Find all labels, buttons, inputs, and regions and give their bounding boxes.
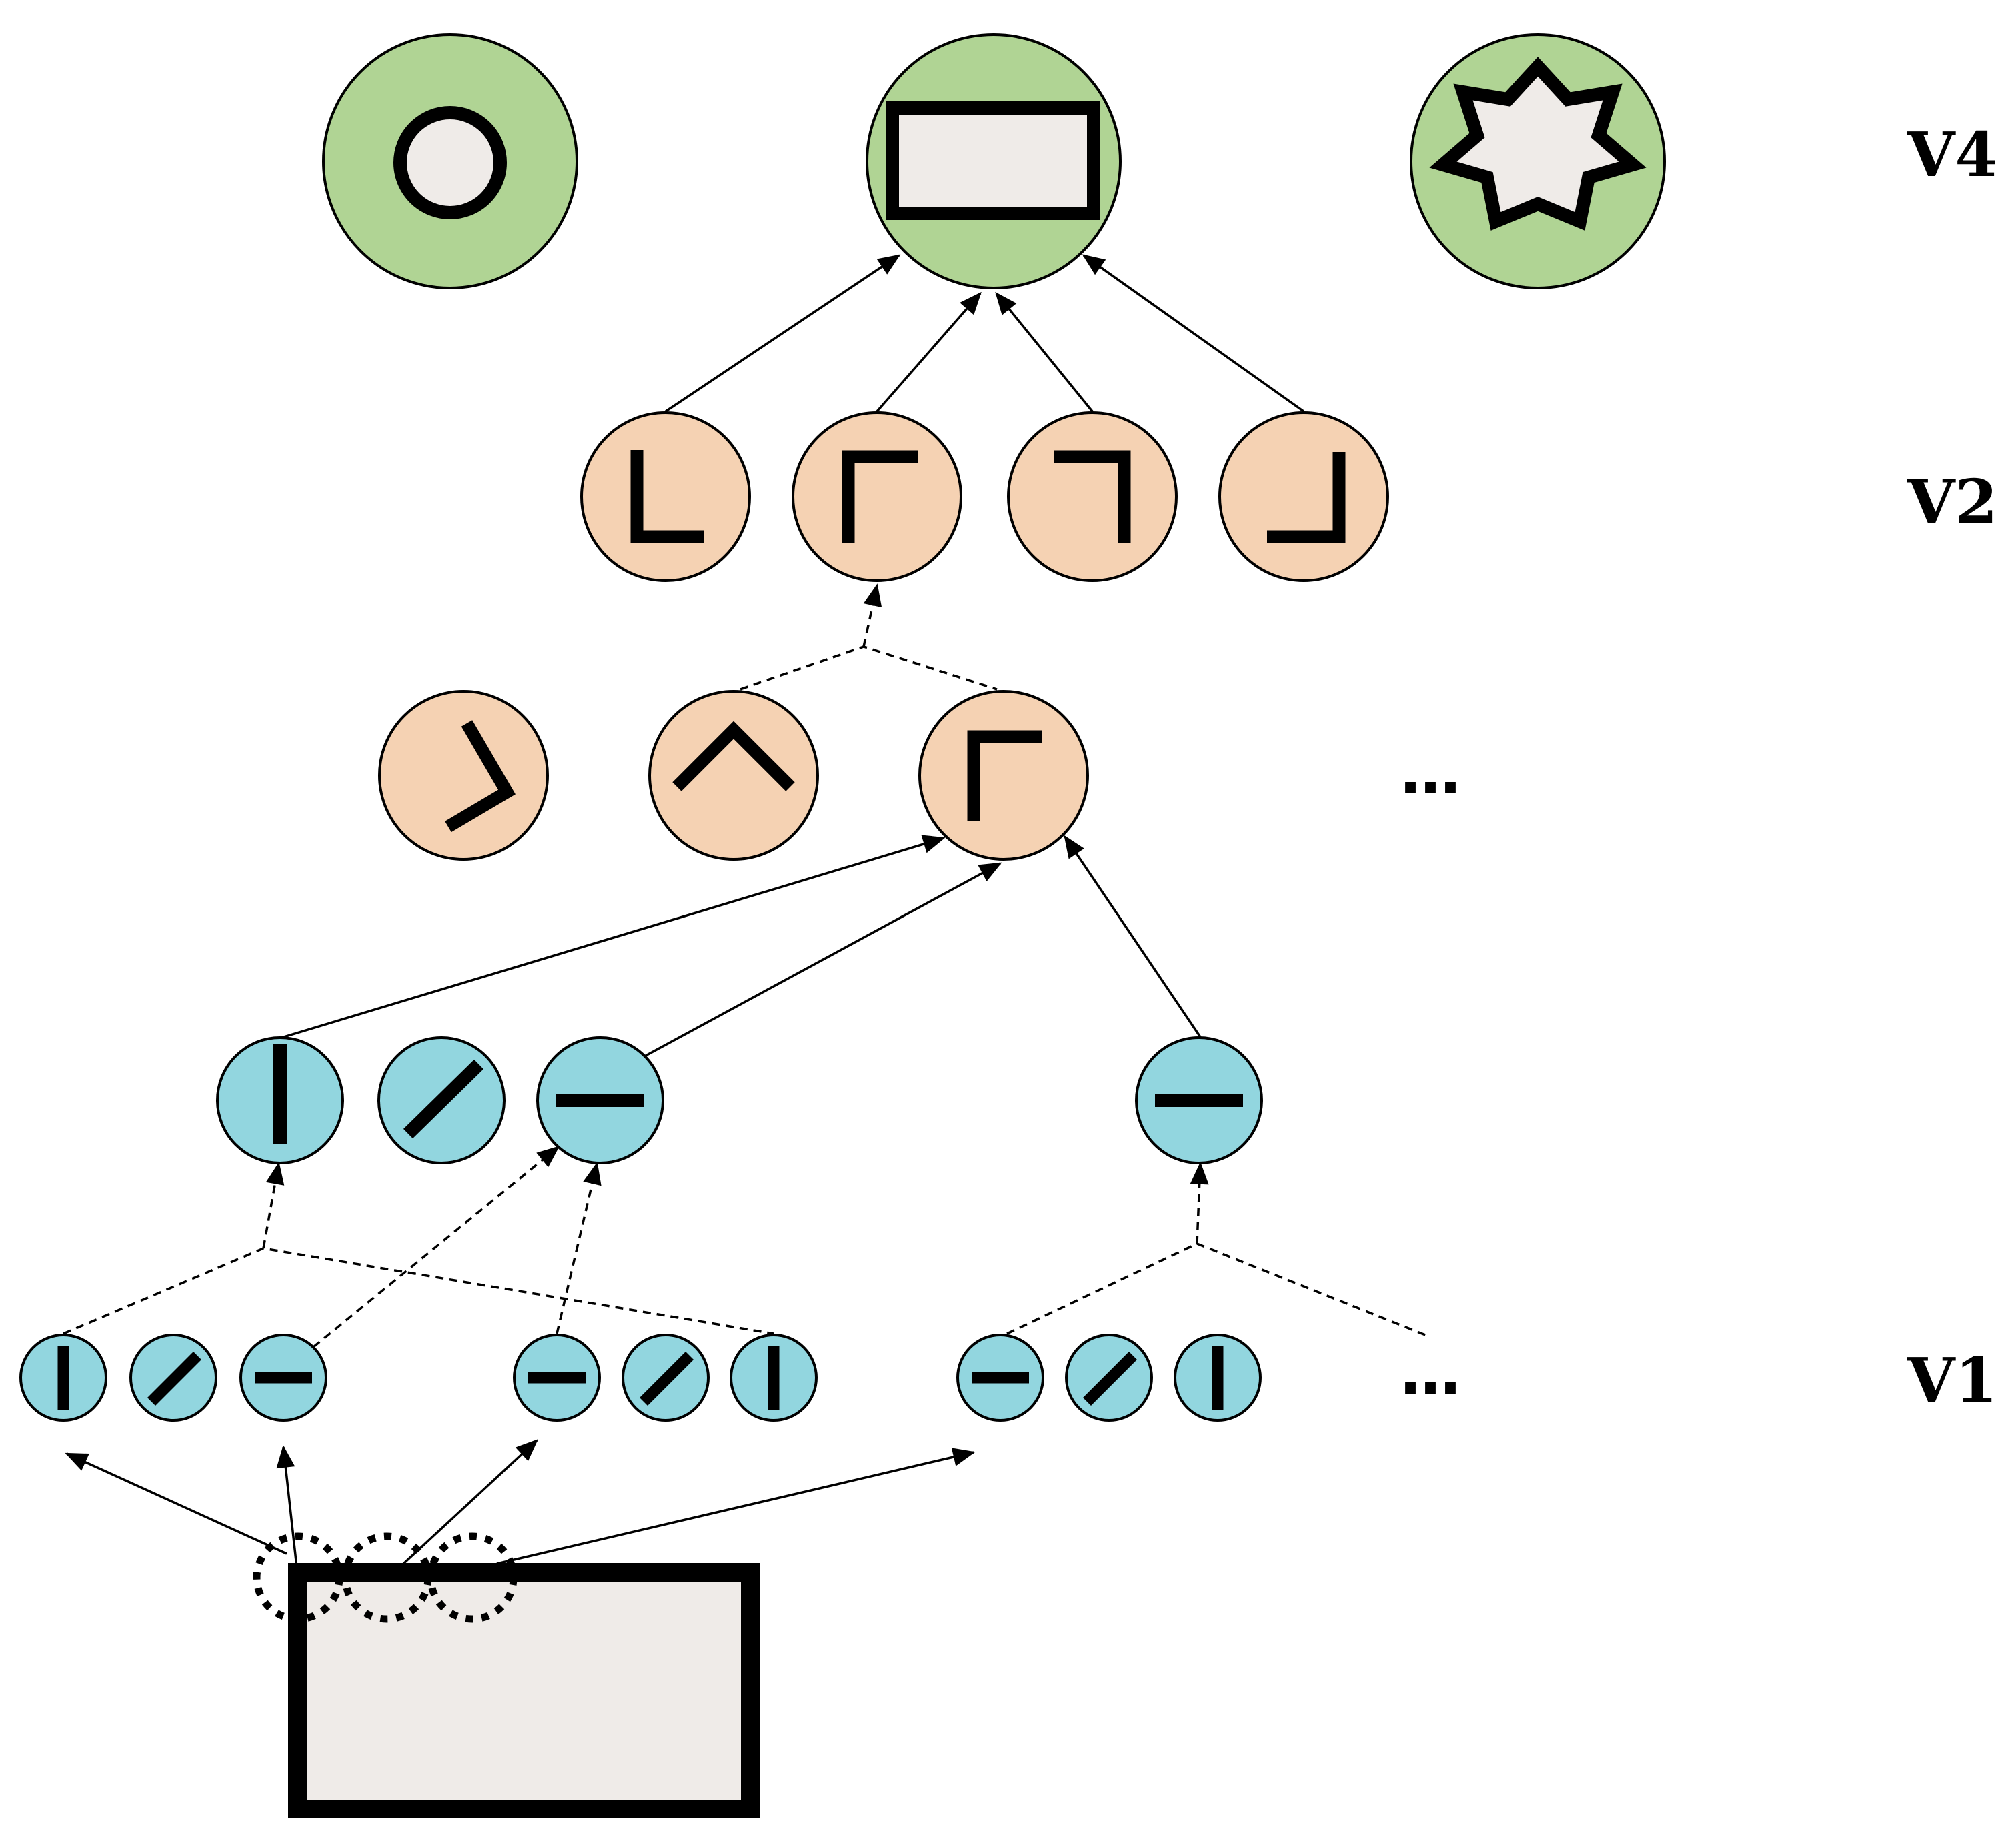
v1-complex-cell (377, 1036, 506, 1164)
edge-v1-to-v2 (281, 835, 946, 1039)
v1-complex-cell (536, 1036, 664, 1164)
edge-pool-v1-up (1190, 1162, 1209, 1244)
layer-label-v4: V4 (1907, 119, 1997, 191)
v1-complex-cell (1135, 1036, 1263, 1164)
edge-pool-v1 (63, 1247, 774, 1335)
star-icon (1429, 57, 1647, 231)
stimulus (253, 1532, 760, 1818)
corner-bottom-right-icon (1267, 452, 1346, 543)
edge-v2-to-v4 (995, 291, 1094, 413)
rectangle-icon (886, 101, 1100, 220)
stimulus-rectangle (288, 1563, 760, 1818)
ellipsis-v1: … (1400, 1338, 1460, 1408)
corner-top-left-icon (842, 450, 918, 543)
v4-cell (1410, 33, 1666, 289)
v2-cell (792, 411, 962, 582)
receptive-field (427, 1532, 518, 1623)
layer-label-v2: V2 (1907, 466, 1997, 538)
edge-pool-v1 (556, 1162, 602, 1334)
v2-lower-layer (378, 690, 1089, 861)
edge-v2-to-v4 (1082, 254, 1305, 413)
edge-pool-v2-up (862, 583, 882, 647)
circle-icon (393, 106, 507, 219)
diagonal-bar-icon (1082, 1351, 1138, 1406)
edge-pool-v1 (1006, 1242, 1431, 1338)
v1-simple-layer (19, 1334, 1262, 1422)
edge-stimulus-to-v1 (276, 1445, 298, 1568)
layer-label-v1: V1 (1907, 1344, 1997, 1416)
corner-top-right-icon (1054, 450, 1131, 543)
v4-cell (866, 33, 1122, 289)
v1-simple-cell (956, 1334, 1044, 1422)
edge-v2-to-v4 (665, 254, 901, 413)
edge-stimulus-to-v1 (402, 1439, 539, 1565)
v1-simple-cell (129, 1334, 217, 1422)
receptive-field (253, 1532, 343, 1623)
v2-cell (378, 690, 549, 861)
edge-stimulus-to-v1 (65, 1452, 287, 1555)
edge-v1-to-v2 (1064, 835, 1202, 1038)
diagonal-bar-icon (639, 1351, 694, 1406)
v4-cell (322, 33, 578, 289)
v2-cell (648, 690, 819, 861)
edge-v1-to-v2 (645, 862, 1002, 1057)
edge-pool-v1-up (262, 1162, 285, 1249)
v1-complex-layer (216, 1036, 1263, 1164)
v1-simple-cell (730, 1334, 818, 1422)
edge-stimulus-to-v1 (496, 1448, 976, 1565)
v2-upper-layer (580, 411, 1389, 582)
v2-cell (918, 690, 1089, 861)
v2-cell (1007, 411, 1178, 582)
corner-top-left-icon (967, 730, 1042, 821)
angle-up-icon (672, 721, 795, 791)
ellipsis-v2: … (1400, 738, 1460, 808)
v1-simple-cell (1174, 1334, 1262, 1422)
v1-simple-cell (1065, 1334, 1153, 1422)
edge-pool-v2 (740, 645, 998, 691)
v4-layer (322, 33, 1666, 289)
v1-complex-cell (216, 1036, 344, 1164)
edge-pool-v1 (312, 1146, 560, 1348)
corner-bottom-left-icon (630, 450, 704, 543)
connections (63, 254, 1431, 1568)
diagonal-bar-icon (147, 1351, 202, 1406)
v2-cell (1218, 411, 1389, 582)
v1-simple-cell (513, 1334, 601, 1422)
diagonal-bar-icon (403, 1059, 484, 1139)
v1-simple-cell (239, 1334, 327, 1422)
v1-simple-cell (19, 1334, 107, 1422)
edge-v2-to-v4 (876, 291, 982, 413)
v1-simple-cell (622, 1334, 710, 1422)
angle-right-icon (445, 720, 516, 833)
v2-cell (580, 411, 751, 582)
